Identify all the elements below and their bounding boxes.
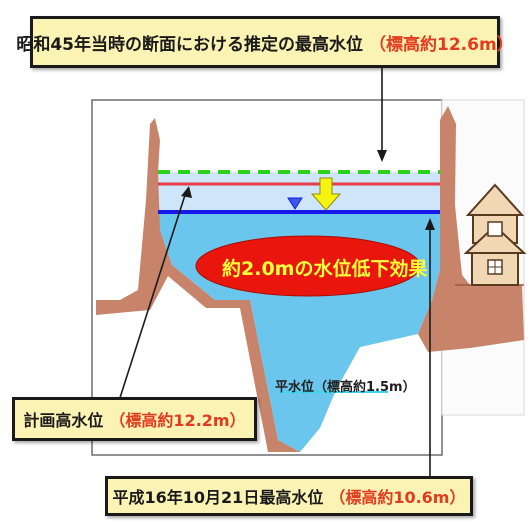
water-level-marker-icon — [287, 197, 303, 213]
planned-high-water-callout: 計画高水位 （標高約12.2m） — [12, 397, 257, 441]
leader-left — [117, 191, 187, 405]
normal-water-level-label: 平水位（標高約1.5m） — [275, 380, 416, 395]
callout-value: （標高約12.2m） — [109, 411, 246, 430]
left-levee — [96, 118, 300, 452]
high-water-zone — [158, 172, 440, 212]
right-levee — [418, 106, 524, 352]
callout-value: （標高約12.6m） — [369, 34, 514, 55]
callout-value: （標高約10.6m） — [329, 488, 466, 507]
callout-label: 昭和45年当時の断面における推定の最高水位 — [16, 34, 363, 55]
effect-ellipse — [195, 235, 421, 297]
callout-label: 計画高水位 — [23, 411, 104, 430]
estimated-max-water-callout: 昭和45年当時の断面における推定の最高水位 （標高約12.6m） — [16, 16, 514, 68]
house-icon — [463, 183, 527, 286]
flood-max-water-callout: 平成16年10月21日最高水位 （標高約10.6m） — [105, 476, 473, 516]
down-arrow-icon — [310, 177, 342, 211]
callout-label: 平成16年10月21日最高水位 — [112, 488, 324, 507]
water-level-reduction-label: 約2.0mの水位低下効果 — [222, 258, 428, 280]
